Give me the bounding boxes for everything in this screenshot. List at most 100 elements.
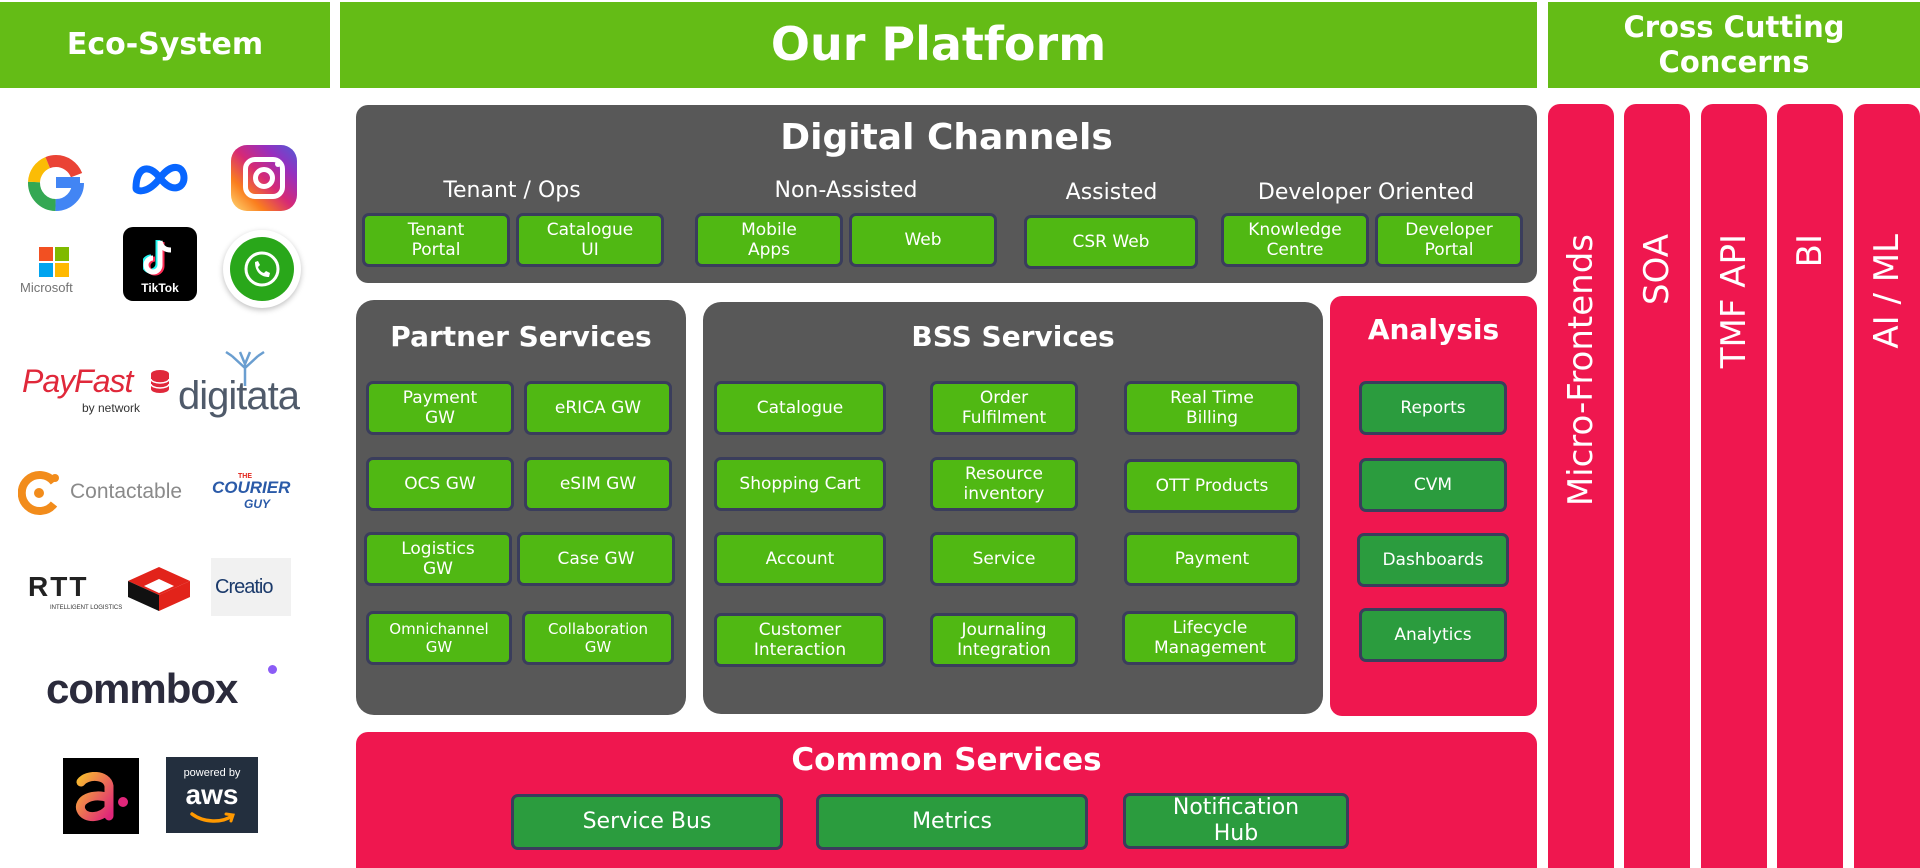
erica-gw-box[interactable]: eRICA GW bbox=[524, 381, 672, 435]
tenant-portal-box[interactable]: Tenant Portal bbox=[362, 213, 510, 267]
tree-icon bbox=[225, 350, 265, 386]
journaling-integration-box[interactable]: Journaling Integration bbox=[930, 613, 1078, 667]
aws-top-text: powered by bbox=[183, 767, 241, 779]
payment-gw-box[interactable]: Payment GW bbox=[366, 381, 514, 435]
analysis-title: Analysis bbox=[1367, 313, 1500, 346]
esim-gw-box[interactable]: eSIM GW bbox=[524, 457, 672, 511]
ecosystem-header-label: Eco-System bbox=[66, 27, 264, 62]
case-gw-box[interactable]: Case GW bbox=[517, 532, 675, 586]
bss-services-panel: BSS Services Catalogue Order Fulfilment … bbox=[703, 302, 1323, 714]
rtt-sub-text: INTELLIGENT LOGISTICS bbox=[50, 605, 123, 611]
tiktok-logo-text: TikTok bbox=[141, 281, 179, 295]
rtt-logo-text: RTT bbox=[28, 571, 89, 602]
analytics-box[interactable]: Analytics bbox=[1359, 608, 1507, 662]
logistics-gw-box[interactable]: Logistics GW bbox=[364, 532, 512, 586]
cross-cutting-header-label: Cross Cutting Concerns bbox=[1623, 10, 1845, 79]
payfast-sub-text: by network bbox=[82, 401, 141, 415]
platform-header-label: Our Platform bbox=[770, 17, 1107, 72]
commbox-logo: commbox bbox=[46, 665, 291, 715]
soa-label: SOA bbox=[1637, 234, 1677, 306]
courier-guy-main-text: COURIER bbox=[212, 478, 291, 497]
catalogue-box[interactable]: Catalogue bbox=[714, 381, 886, 435]
a-brand-logo bbox=[63, 758, 139, 834]
cross-column-tmf-api: TMF API bbox=[1701, 104, 1767, 868]
cross-column-bi: BI bbox=[1777, 104, 1843, 868]
platform-header: Our Platform bbox=[340, 2, 1537, 88]
partner-services-title: Partner Services bbox=[390, 320, 652, 353]
commbox-logo-text: commbox bbox=[46, 665, 238, 712]
courier-guy-logo: THE COURIER GUY bbox=[210, 473, 292, 513]
cross-cutting-header: Cross Cutting Concerns bbox=[1548, 2, 1920, 88]
account-box[interactable]: Account bbox=[714, 532, 886, 586]
whatsapp-logo bbox=[223, 230, 301, 308]
knowledge-centre-box[interactable]: Knowledge Centre bbox=[1221, 213, 1369, 267]
collaboration-gw-box[interactable]: Collaboration GW bbox=[522, 611, 674, 665]
ott-products-box[interactable]: OTT Products bbox=[1124, 459, 1300, 513]
a-letter-icon bbox=[75, 772, 128, 821]
ai-ml-label: AI / ML bbox=[1867, 234, 1907, 349]
reports-box[interactable]: Reports bbox=[1359, 381, 1507, 435]
creatio-logo-text: Creatio bbox=[215, 576, 273, 598]
microsoft-logo-text: Microsoft bbox=[20, 280, 73, 295]
web-box[interactable]: Web bbox=[849, 213, 997, 267]
courier-guy-top-text: THE bbox=[238, 473, 252, 480]
metrics-box[interactable]: Metrics bbox=[816, 794, 1088, 850]
real-time-billing-box[interactable]: Real Time Billing bbox=[1124, 381, 1300, 435]
order-fulfilment-box[interactable]: Order Fulfilment bbox=[930, 381, 1078, 435]
common-services-panel: Common Services Service Bus Metrics Noti… bbox=[356, 732, 1537, 868]
contactable-mark-icon bbox=[18, 471, 59, 515]
catalogue-ui-box[interactable]: Catalogue UI bbox=[516, 213, 664, 267]
creatio-logo: Creatio bbox=[211, 558, 291, 616]
omnichannel-gw-box[interactable]: Omnichannel GW bbox=[366, 611, 512, 665]
cvm-box[interactable]: CVM bbox=[1359, 458, 1507, 512]
micro-frontends-label: Micro-Frontends bbox=[1561, 234, 1601, 507]
service-box[interactable]: Service bbox=[930, 532, 1078, 586]
aws-logo: powered by aws bbox=[166, 757, 258, 833]
aws-logo-text: aws bbox=[185, 779, 239, 810]
payfast-logo: PayFast by network bbox=[22, 363, 172, 423]
mobile-apps-box[interactable]: Mobile Apps bbox=[695, 213, 843, 267]
digital-channels-panel: Digital Channels Tenant / Ops Tenant Por… bbox=[356, 105, 1537, 283]
tiktok-note-icon bbox=[143, 240, 172, 276]
digitata-logo-text: digitata bbox=[178, 374, 300, 418]
resource-inventory-box[interactable]: Resource inventory bbox=[930, 457, 1078, 511]
contactable-logo: Contactable bbox=[18, 470, 183, 520]
courier-guy-sub-text: GUY bbox=[244, 497, 271, 511]
csr-web-box[interactable]: CSR Web bbox=[1024, 215, 1198, 269]
group-label-non-assisted: Non-Assisted bbox=[774, 178, 918, 203]
customer-interaction-box[interactable]: Customer Interaction bbox=[714, 613, 886, 667]
group-label-assisted: Assisted bbox=[1065, 180, 1158, 205]
aws-smile-icon bbox=[190, 812, 235, 823]
cross-column-micro-frontends: Micro-Frontends bbox=[1548, 104, 1614, 868]
notification-hub-box[interactable]: Notification Hub bbox=[1123, 793, 1349, 849]
service-bus-box[interactable]: Service Bus bbox=[511, 794, 783, 850]
lifecycle-management-box[interactable]: Lifecycle Management bbox=[1122, 611, 1298, 665]
digitata-logo: digitata bbox=[178, 350, 308, 420]
tiktok-logo: TikTok bbox=[123, 227, 197, 301]
shopping-cart-box[interactable]: Shopping Cart bbox=[714, 457, 886, 511]
bi-label: BI bbox=[1790, 234, 1830, 268]
analysis-panel: Analysis Reports CVM Dashboards Analytic… bbox=[1330, 296, 1537, 716]
developer-portal-box[interactable]: Developer Portal bbox=[1375, 213, 1523, 267]
group-label-developer-oriented: Developer Oriented bbox=[1257, 180, 1475, 205]
phone-icon bbox=[244, 251, 280, 287]
bss-services-title: BSS Services bbox=[911, 320, 1115, 353]
contactable-logo-text: Contactable bbox=[70, 480, 183, 503]
ocs-gw-box[interactable]: OCS GW bbox=[366, 457, 514, 511]
ecosystem-header: Eco-System bbox=[0, 2, 330, 88]
microsoft-logo: Microsoft bbox=[20, 247, 90, 297]
dashboards-box[interactable]: Dashboards bbox=[1357, 533, 1509, 587]
cross-column-ai-ml: AI / ML bbox=[1854, 104, 1920, 868]
common-services-title: Common Services bbox=[791, 742, 1102, 778]
google-logo bbox=[28, 155, 84, 211]
partner-services-panel: Partner Services Payment GW eRICA GW OCS… bbox=[356, 300, 686, 715]
meta-logo bbox=[132, 164, 188, 195]
payfast-logo-text: PayFast bbox=[22, 363, 133, 399]
rtt-cube-icon bbox=[128, 567, 190, 611]
cross-column-soa: SOA bbox=[1624, 104, 1690, 868]
database-icon bbox=[150, 370, 170, 393]
group-label-tenant-ops: Tenant / Ops bbox=[443, 178, 581, 203]
digital-channels-title: Digital Channels bbox=[780, 117, 1113, 158]
payment-box[interactable]: Payment bbox=[1124, 532, 1300, 586]
rtt-logo: RTT INTELLIGENT LOGISTICS bbox=[28, 565, 198, 617]
